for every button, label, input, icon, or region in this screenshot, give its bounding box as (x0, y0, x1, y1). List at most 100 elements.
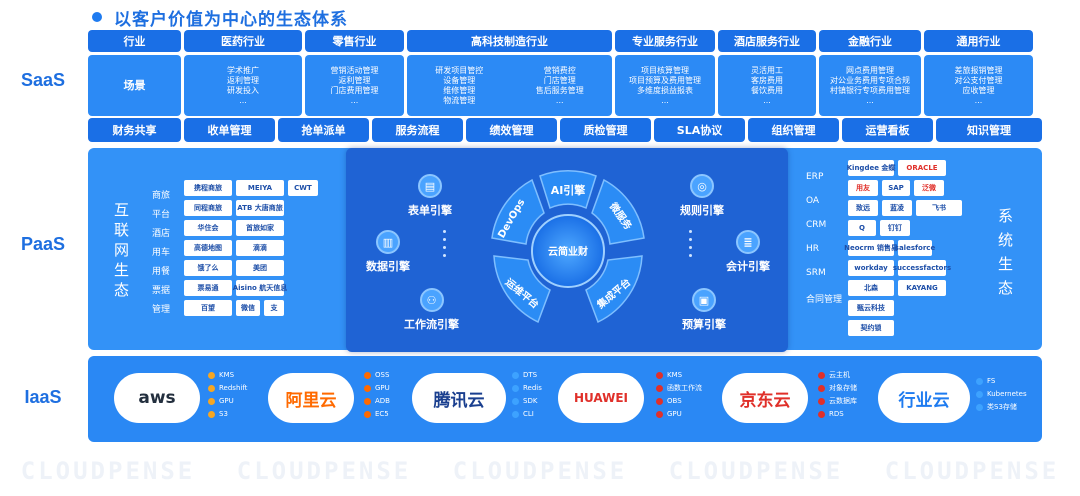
engine-budget: ▣ 预算引擎 (682, 288, 726, 332)
rule-icon: ◎ (690, 174, 714, 198)
partner-logo: Aisino 航天信息 (233, 280, 287, 296)
platform-ring: AI引擎 微服务 集成平台 运维平台 DevOps 云简业财 (491, 170, 645, 324)
industry-name: 酒店服务行业 (718, 30, 816, 52)
iaas-panel: aws KMS Redshift GPU S3 阿里云 OSS GPU ADB … (88, 356, 1042, 442)
industry-name: 专业服务行业 (615, 30, 715, 52)
bullet-icon (92, 12, 102, 22)
internet-ecosystem-label: 互联网生态 (114, 201, 130, 299)
industry-scenes: 灵活用工客房费用餐饮费用... (718, 55, 816, 116)
provider-services: 云主机 对象存储 云数据库 RDS (818, 370, 857, 419)
function-item: 运营看板 (842, 118, 933, 142)
industry-scenes: 营销活动管理返利管理门店费用管理... (305, 55, 404, 116)
industry-scenes: 研发项目管控设备管理维修管理物流管理 营销费控门店管理售后服务管理... (407, 55, 612, 116)
partner-logo: ATB 大唐商旅 (236, 200, 284, 216)
layer-label-iaas: IaaS (24, 387, 62, 407)
partner-logo: workday (848, 260, 894, 276)
function-item: 财务共享 (88, 118, 181, 142)
provider-services: DTS Redis SDK CLI (512, 370, 542, 419)
partner-logo: 泛微 (914, 180, 944, 196)
industry-scenes: 网点费用管理对公业务费用专项合规村镇银行专项费用管理... (819, 55, 921, 116)
ring-segment-devops (491, 178, 545, 245)
provider-aws: aws (114, 373, 200, 423)
provider-tencent: 腾讯云 (412, 373, 506, 423)
industry-name: 通用行业 (924, 30, 1033, 52)
provider-services: KMS Redshift GPU S3 (208, 370, 247, 419)
saas-header-scene: 场景 (88, 55, 181, 116)
partner-logo: KAYANG (898, 280, 946, 296)
saas-header-industry: 行业 (88, 30, 181, 52)
provider-aliyun: 阿里云 (268, 373, 354, 423)
partner-logo: 首旅如家 (236, 220, 284, 236)
industry-name: 零售行业 (305, 30, 404, 52)
provider-services: FS Kubernetes 类S3存储 (976, 376, 1027, 412)
function-item: 绩效管理 (466, 118, 557, 142)
partner-logo: successfactors (893, 260, 951, 276)
partner-logo: 票易通 (184, 280, 232, 296)
internet-categories: 商旅 平台 酒店 用车 用餐 票据 管理 (152, 191, 171, 315)
function-item: 组织管理 (748, 118, 839, 142)
partner-logo: CWT (288, 180, 318, 196)
ring-segment-ops (493, 255, 551, 324)
function-item: 质检管理 (560, 118, 651, 142)
partner-logo: 契约锁 (848, 320, 894, 336)
connector-dots (443, 230, 447, 257)
system-categories: ERP OA CRM HR SRM 合同管理 (806, 172, 843, 305)
industry-scenes: 差旅报销管理对公支付管理应收管理... (924, 55, 1033, 116)
chart-icon: ▥ (376, 230, 400, 254)
engine-workflow: ⚇ 工作流引擎 (404, 288, 459, 332)
database-icon: ≣ (736, 230, 760, 254)
layer-label-saas: SaaS (20, 70, 66, 90)
partner-logo: 美团 (236, 260, 284, 276)
saas-function-bar: 财务共享 收单管理 抢单派单 服务流程 绩效管理 质检管理 SLA协议 组织管理… (88, 118, 1042, 142)
function-item: 抢单派单 (278, 118, 369, 142)
provider-jdcloud: 京东云 (722, 373, 808, 423)
industry-general: 通用行业 差旅报销管理对公支付管理应收管理... (924, 30, 1033, 116)
partner-logo: 高德地图 (184, 240, 232, 256)
form-icon: ▤ (418, 174, 442, 198)
engine-accounting: ≣ 会计引擎 (726, 230, 770, 274)
engine-core-panel: ▤ 表单引擎 ▥ 数据引擎 ⚇ 工作流引擎 ◎ 规则引擎 ≣ 会计引擎 ▣ 预算… (346, 148, 788, 352)
industry-hotel: 酒店服务行业 灵活用工客房费用餐饮费用... (718, 30, 816, 116)
partner-logo: 支 (264, 300, 284, 316)
saas-industry-grid: 行业 场景 医药行业 学术推广返利管理研发投入... 零售行业 营销活动管理返利… (88, 30, 1042, 116)
layer-label-paas: PaaS (20, 234, 66, 254)
partner-logo: 微信 (236, 300, 260, 316)
partner-logo: 蓝凌 (882, 200, 912, 216)
budget-icon: ▣ (692, 288, 716, 312)
connector-dots (689, 230, 693, 257)
function-item: 服务流程 (372, 118, 463, 142)
industry-pharma: 医药行业 学术推广返利管理研发投入... (184, 30, 302, 116)
workflow-icon: ⚇ (419, 288, 444, 312)
industry-name: 医药行业 (184, 30, 302, 52)
saas-row-headers: 行业 场景 (88, 30, 181, 116)
partner-logo: 华住会 (184, 220, 232, 236)
partner-logo: 用友 (848, 180, 878, 196)
function-item: SLA协议 (654, 118, 745, 142)
partner-logo: 同程商旅 (184, 200, 232, 216)
industry-professional: 专业服务行业 项目核算管理项目预算及费用管理多维度损益报表... (615, 30, 715, 116)
engine-rule: ◎ 规则引擎 (680, 174, 724, 218)
partner-logo: 滴滴 (236, 240, 284, 256)
engine-data: ▥ 数据引擎 (366, 230, 410, 274)
system-ecosystem-label: 系统生态 (998, 207, 1014, 297)
page-title: 以客户价值为中心的生态体系 (92, 6, 348, 30)
partner-logo: salesforce (895, 240, 935, 256)
brand-watermark: CLOUDPENSE CLOUDPENSE CLOUDPENSE CLOUDPE… (20, 457, 1060, 485)
provider-huawei: HUAWEI (558, 373, 644, 423)
partner-logo: 饿了么 (184, 260, 232, 276)
partner-logo: Q (848, 220, 876, 236)
provider-industry-cloud: 行业云 (878, 373, 970, 423)
partner-logo: 携程商旅 (184, 180, 232, 196)
partner-logo: MEIYA (236, 180, 284, 196)
industry-name: 金融行业 (819, 30, 921, 52)
partner-logo: SAP (882, 180, 910, 196)
industry-finance: 金融行业 网点费用管理对公业务费用专项合规村镇银行专项费用管理... (819, 30, 921, 116)
ring-center-label: 云简业财 (548, 245, 588, 258)
ring-segment-integration (585, 255, 643, 324)
provider-services: KMS 函数工作流 OBS GPU (656, 370, 702, 419)
industry-retail: 零售行业 营销活动管理返利管理门店费用管理... (305, 30, 404, 116)
industry-hightech: 高科技制造行业 研发项目管控设备管理维修管理物流管理 营销费控门店管理售后服务管… (407, 30, 612, 116)
partner-logo: 飞书 (916, 200, 962, 216)
